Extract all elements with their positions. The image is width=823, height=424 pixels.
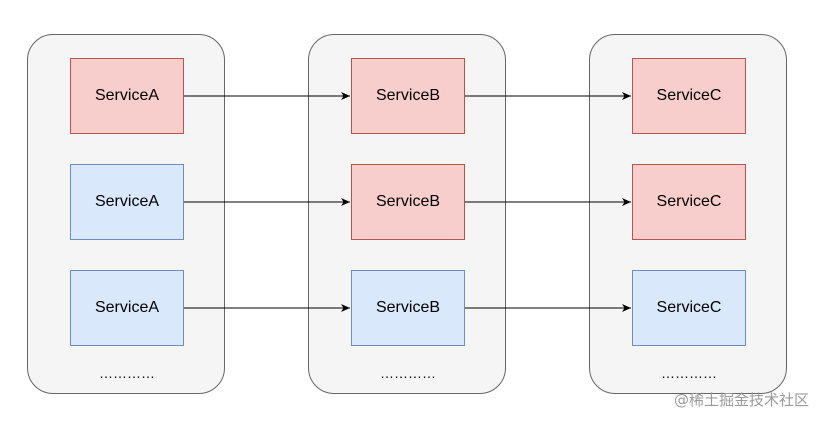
service-c-node-1: ServiceC bbox=[632, 58, 746, 134]
node-label: ServiceB bbox=[375, 193, 441, 210]
more-instances-ellipsis: ………… bbox=[99, 365, 155, 381]
service-b-node-2: ServiceB bbox=[351, 164, 465, 240]
node-label: ServiceC bbox=[656, 299, 722, 316]
node-label: ServiceA bbox=[94, 87, 160, 104]
node-label: ServiceA bbox=[94, 299, 160, 316]
node-label: ServiceC bbox=[656, 87, 722, 104]
service-c-node-2: ServiceC bbox=[632, 164, 746, 240]
more-instances-ellipsis: ………… bbox=[661, 365, 717, 381]
node-label: ServiceB bbox=[375, 87, 441, 104]
watermark-text: @稀土掘金技术社区 bbox=[673, 391, 809, 409]
service-b-node-1: ServiceB bbox=[351, 58, 465, 134]
service-c-node-3: ServiceC bbox=[632, 270, 746, 346]
node-label: ServiceA bbox=[94, 193, 160, 210]
service-b-node-3: ServiceB bbox=[351, 270, 465, 346]
node-label: ServiceB bbox=[375, 299, 441, 316]
node-label: ServiceC bbox=[656, 193, 722, 210]
service-group-a: ServiceA ServiceA ServiceA ………… bbox=[27, 34, 225, 394]
service-a-node-3: ServiceA bbox=[70, 270, 184, 346]
more-instances-ellipsis: ………… bbox=[380, 365, 436, 381]
service-a-node-1: ServiceA bbox=[70, 58, 184, 134]
service-a-node-2: ServiceA bbox=[70, 164, 184, 240]
